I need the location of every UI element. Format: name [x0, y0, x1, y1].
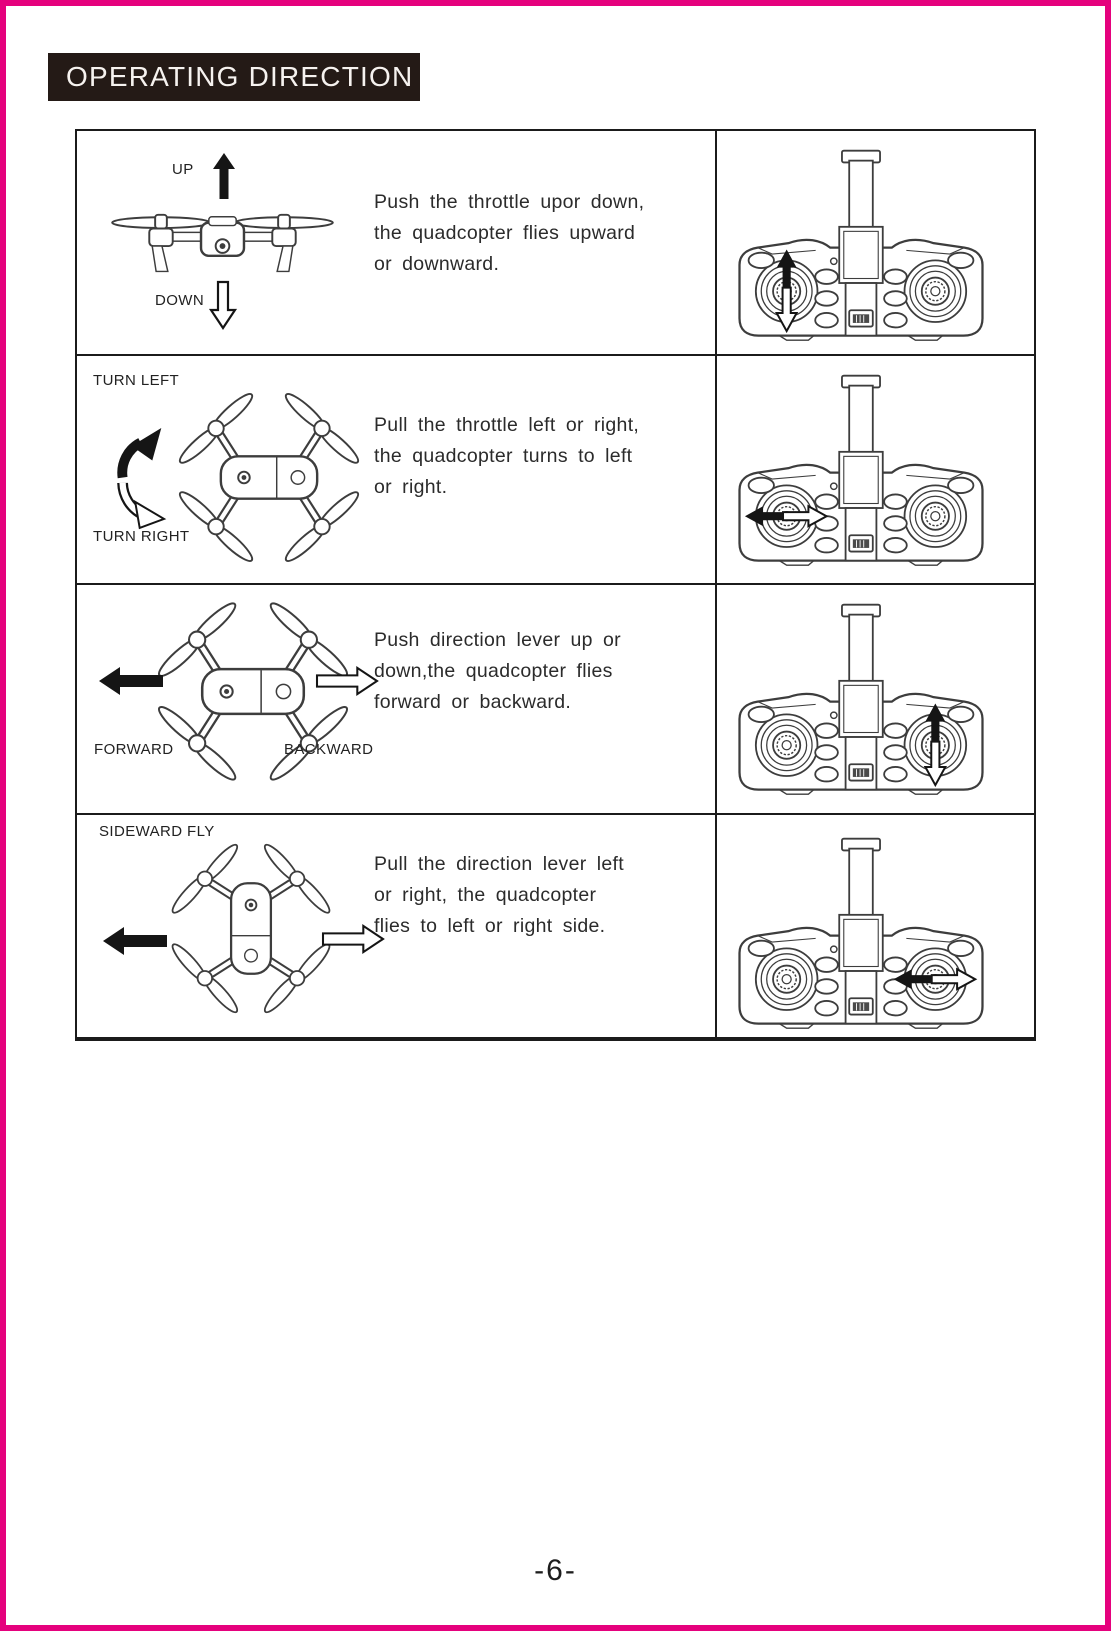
operating-table: UP DOWN Push the throttle upor down, the…: [75, 129, 1036, 1041]
drone-top-figure: [163, 386, 375, 569]
page-title: OPERATING DIRECTION: [66, 61, 414, 92]
turn-right-label: TURN RIGHT: [93, 528, 190, 545]
description-text: Pull the throttle left or right, the qua…: [374, 414, 640, 498]
table-row-turn: TURN LEFT TURN RIGHT Pull the throttle l…: [77, 356, 1034, 585]
forward-label: FORWARD: [94, 741, 174, 758]
page-number: -6-: [534, 1554, 577, 1587]
description-text: Pull the direction lever left or right, …: [374, 853, 624, 937]
down-label: DOWN: [155, 292, 205, 309]
turn-arrow-icon: [117, 428, 167, 530]
drone-front-figure: [110, 213, 335, 273]
turn-left-label: TURN LEFT: [93, 372, 180, 389]
controller-figure: [738, 374, 984, 567]
down-arrow-icon: [209, 280, 237, 330]
table-row-sideward: SIDEWARD FLY Pull the direction lever le…: [77, 815, 1034, 1039]
description-text: Push direction lever up or down,the quad…: [374, 629, 621, 713]
table-row-throttle-up-down: UP DOWN Push the throttle upor down, the…: [77, 131, 1034, 356]
up-label: UP: [172, 161, 194, 178]
sideward-fly-label: SIDEWARD FLY: [99, 823, 215, 840]
backward-arrow-icon: [315, 666, 379, 696]
backward-label: BACKWARD: [284, 741, 374, 758]
controller-figure: [738, 603, 984, 796]
header-bar: OPERATING DIRECTION: [48, 53, 420, 101]
column-divider: [715, 131, 717, 1039]
up-arrow-icon: [213, 153, 235, 199]
description-text: Push the throttle upor down, the quadcop…: [374, 191, 645, 275]
left-arrow-icon: [103, 927, 167, 955]
controller-figure: [738, 837, 984, 1030]
forward-arrow-icon: [99, 667, 163, 695]
controller-figure: [738, 149, 984, 342]
table-row-forward-backward: FORWARD BACKWARD Push direction lever up…: [77, 585, 1034, 815]
drone-top-figure-rotated: [165, 829, 337, 1028]
